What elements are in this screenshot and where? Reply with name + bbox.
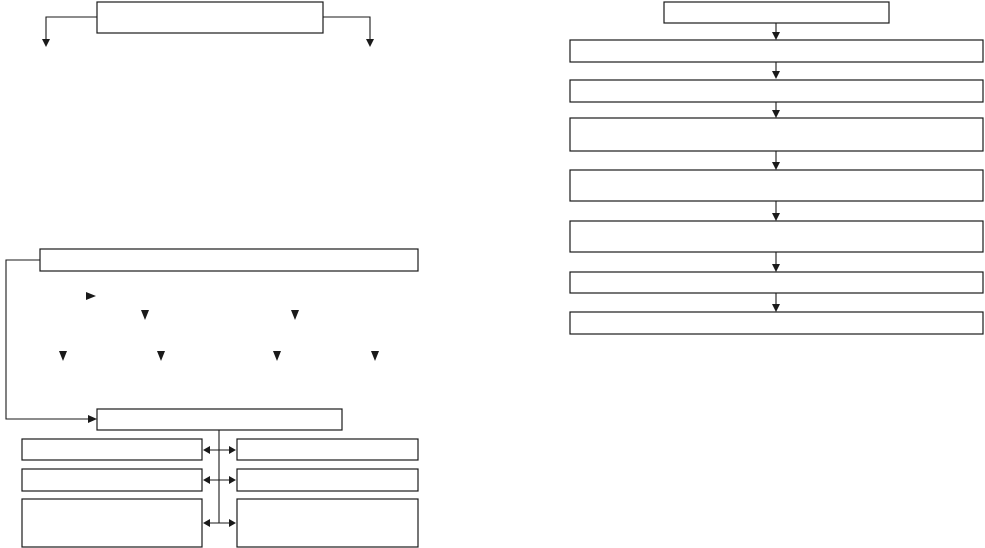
box-flow-header [663,1,890,24]
box-left-row-2 [21,468,203,492]
double-arrow-row-1 [203,446,236,454]
flow-arrow [772,151,780,170]
box-flow-step-6 [569,271,984,294]
arrowhead-right [88,415,97,423]
box-left-row-1 [21,438,203,461]
arrowhead-right [86,292,96,300]
box-flow-step-2 [569,79,984,103]
flow-arrow [772,252,780,272]
box-right-row-1 [236,438,419,461]
arrowhead-down [42,39,50,47]
arrowhead-down [273,351,281,361]
feedback-line [5,259,88,420]
box-flow-step-4 [569,169,984,202]
box-right-row-2 [236,468,419,492]
box-left-row-3 [21,498,203,548]
arrowhead-down [59,351,67,361]
box-lower-center [96,408,343,431]
box-top-center [96,1,324,34]
box-flow-step-1 [569,39,984,63]
arrowhead-down [366,39,374,47]
flow-arrow [772,201,780,221]
box-flow-step-7 [569,311,984,335]
arrowhead-down [291,310,299,320]
double-arrow-row-3 [203,519,236,527]
box-right-row-3 [236,498,419,548]
arrowhead-down [371,351,379,361]
box-mid-wide [39,248,419,272]
top-left-branch [45,16,97,40]
flow-arrow [772,23,780,40]
arrowhead-down [157,351,165,361]
box-flow-step-3 [569,117,984,152]
flow-arrow [772,102,780,118]
box-flow-step-5 [569,220,984,253]
arrowhead-down [141,310,149,320]
right-flowchart [569,1,984,335]
flow-arrow [772,293,780,312]
left-diagram [5,1,419,548]
double-arrow-row-2 [203,476,236,484]
flow-arrow [772,62,780,79]
top-right-branch [323,16,371,40]
